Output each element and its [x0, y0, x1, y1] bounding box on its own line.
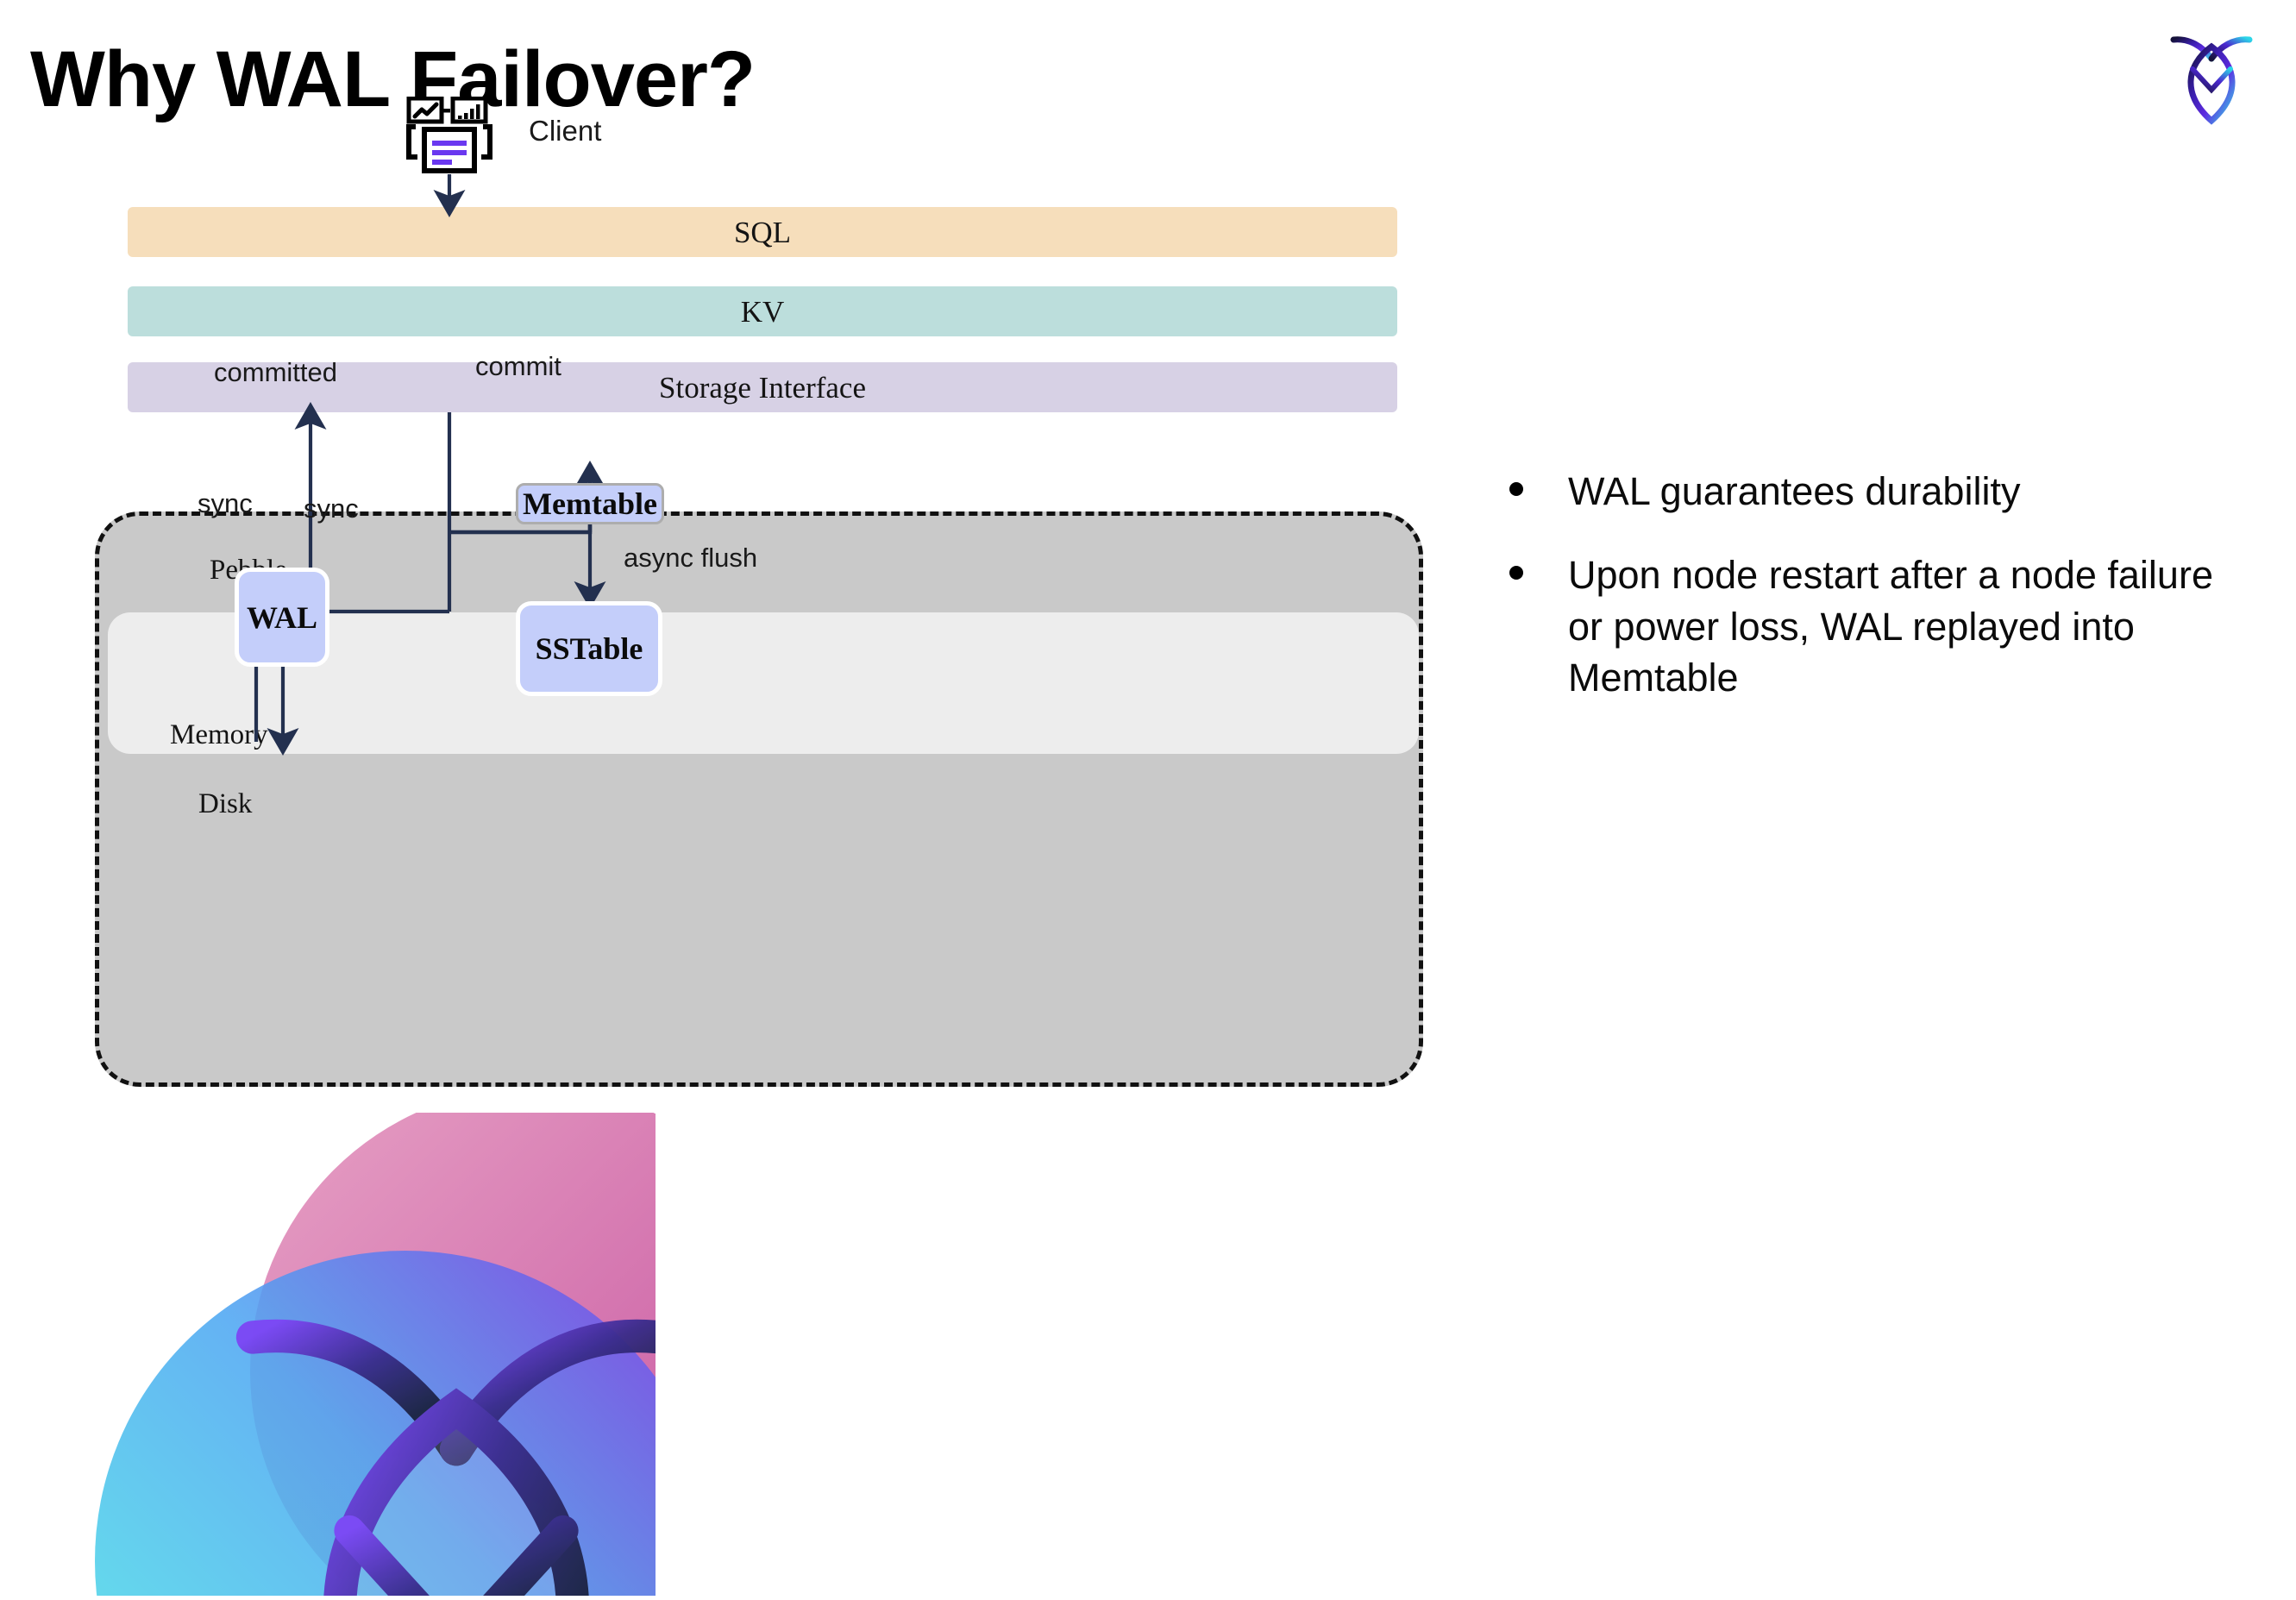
- edge-label-sync-b: sync: [304, 493, 359, 524]
- edge-label-async-flush: async flush: [624, 543, 758, 573]
- layer-sql-label: SQL: [733, 215, 792, 249]
- cockroachdb-logo-icon: [2160, 24, 2263, 126]
- layer-sql: SQL: [128, 207, 1397, 257]
- bullet-dot-icon: [1509, 482, 1523, 496]
- bullet-dot-icon: [1509, 566, 1523, 580]
- disk-label: Disk: [198, 788, 253, 819]
- list-item: Upon node restart after a node failure o…: [1509, 549, 2225, 703]
- decorative-circles: [0, 1113, 656, 1596]
- layer-storage-label: Storage Interface: [659, 370, 866, 405]
- layer-kv-label: KV: [740, 294, 785, 329]
- list-item: WAL guarantees durability: [1509, 466, 2225, 517]
- client-analytics-icon: [404, 96, 495, 174]
- node-sstable: SSTable: [516, 601, 662, 696]
- bullet-list: WAL guarantees durability Upon node rest…: [1509, 466, 2225, 737]
- edge-label-sync-a: sync: [198, 488, 253, 518]
- bullet-text: Upon node restart after a node failure o…: [1568, 553, 2213, 700]
- node-memtable-label: Memtable: [523, 486, 657, 521]
- client-label: Client: [529, 115, 602, 147]
- bullet-text: WAL guarantees durability: [1568, 469, 2021, 513]
- node-memtable: Memtable: [516, 483, 664, 524]
- edge-label-commit: commit: [475, 351, 561, 381]
- layer-kv: KV: [128, 286, 1397, 336]
- memory-label: Memory: [170, 719, 268, 750]
- page-title: Why WAL Failover?: [30, 35, 756, 123]
- layer-storage-interface: Storage Interface: [128, 362, 1397, 412]
- node-wal: WAL: [235, 568, 329, 667]
- node-sstable-label: SSTable: [535, 631, 643, 666]
- node-wal-label: WAL: [246, 599, 318, 635]
- architecture-diagram: Client SQL KV Storage Interface Pebble M…: [0, 0, 1466, 1113]
- edge-label-committed: committed: [214, 357, 337, 387]
